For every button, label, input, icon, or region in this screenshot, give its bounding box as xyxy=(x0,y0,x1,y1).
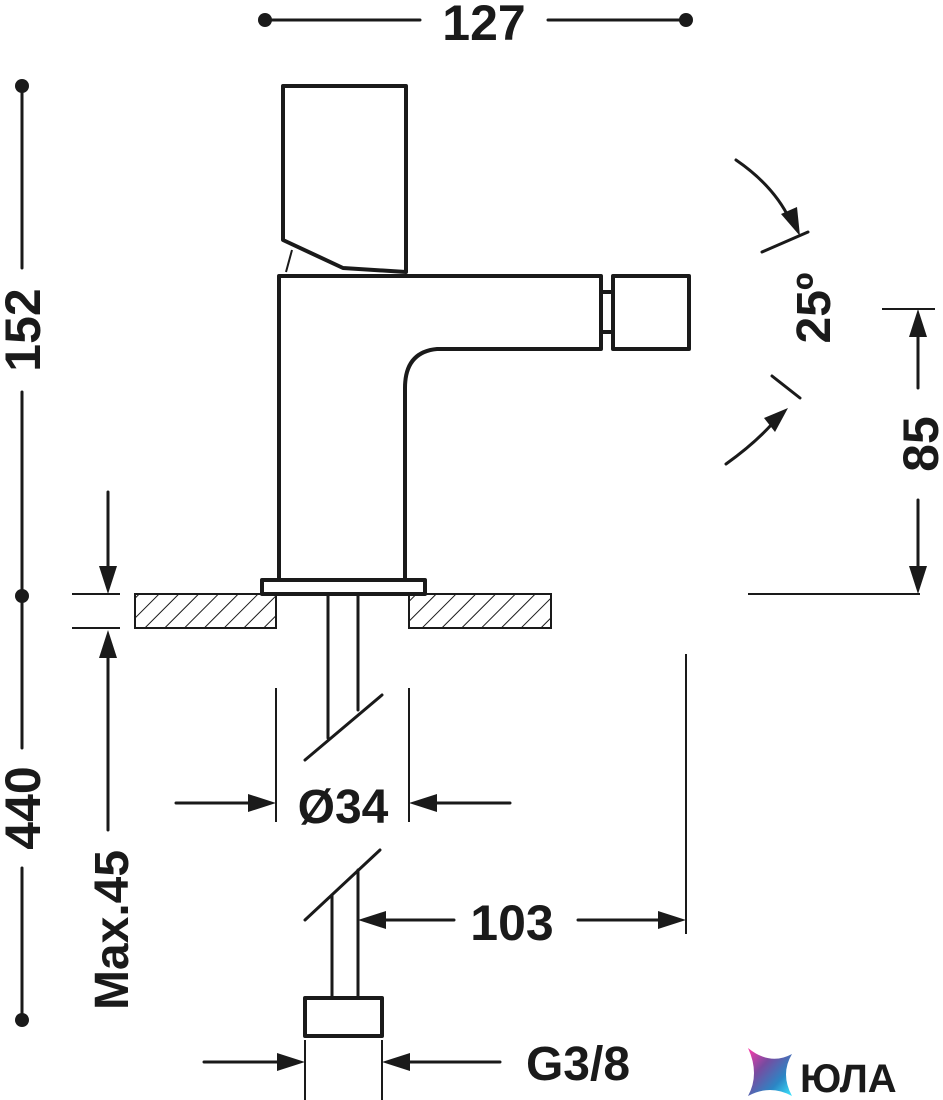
mounting-deck xyxy=(134,593,920,629)
spray-head xyxy=(611,274,691,351)
dim-left-vertical: 152 440 xyxy=(0,79,51,1027)
logo-star-icon xyxy=(748,1048,792,1096)
dim-spout-reach: 103 xyxy=(358,654,687,951)
dim-spout-height-label: 85 xyxy=(893,416,943,472)
faucet-main-body xyxy=(277,274,603,582)
dim-connection-thread-label: G3/8 xyxy=(526,1038,630,1091)
dim-deck-thickness-label: Max.45 xyxy=(86,850,139,1010)
dim-spout-reach-label: 103 xyxy=(470,895,553,951)
dim-overall-width-label: 127 xyxy=(442,0,525,51)
dim-connection-thread: G3/8 xyxy=(202,1038,630,1100)
dim-hole-diameter: Ø34 xyxy=(174,688,512,834)
faucet-body xyxy=(260,84,691,1038)
lever-handle xyxy=(281,84,408,274)
dim-lever-angle-label: 25º xyxy=(788,273,841,344)
dim-lever-angle: 25º xyxy=(724,158,841,466)
dim-deck-thickness: Max.45 xyxy=(72,490,139,1010)
dim-below-deck-label: 440 xyxy=(0,766,51,849)
base-flange xyxy=(260,578,427,596)
dim-spout-height: 85 xyxy=(882,308,943,594)
watermark-text: ЮЛА xyxy=(800,1057,897,1100)
watermark-logo: ЮЛА xyxy=(748,1048,897,1100)
connection-nut xyxy=(303,996,384,1038)
dim-overall-height-label: 152 xyxy=(0,288,51,371)
dim-overall-width: 127 xyxy=(258,0,693,51)
dim-hole-diameter-label: Ø34 xyxy=(298,781,389,834)
